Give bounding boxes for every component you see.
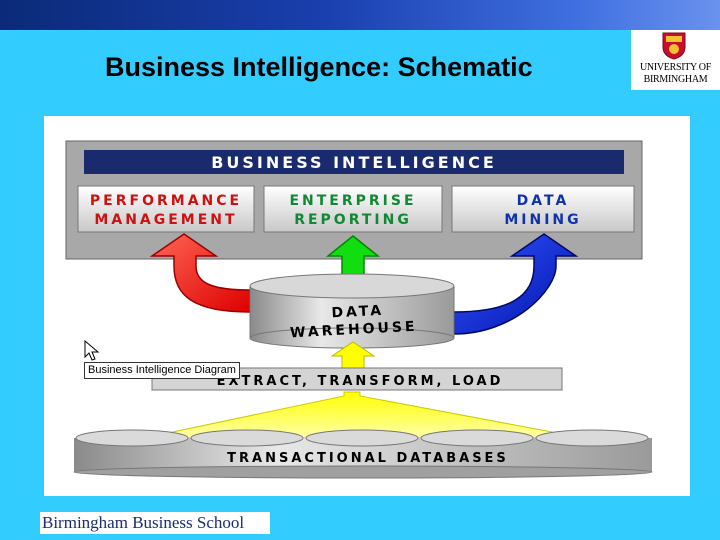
top-banner	[0, 0, 720, 30]
warehouse-line2: WAREHOUSE	[290, 319, 418, 342]
module-2-line2: REPORTING	[294, 212, 412, 228]
blue-arrow	[453, 233, 579, 335]
module-3-line1: DATA	[517, 193, 570, 209]
module-3-line2: MINING	[504, 212, 581, 228]
data-warehouse-cylinder	[249, 273, 455, 349]
school-logo-text: Birmingham Business School	[40, 512, 270, 534]
crest-icon	[662, 32, 686, 60]
databases-label: TRANSACTIONAL DATABASES	[227, 451, 509, 466]
bi-schematic: BUSINESS INTELLIGENCE PERFORMANCE MANAGE…	[65, 140, 653, 479]
green-arrow	[325, 235, 381, 277]
university-label-line1: UNIVERSITY OF	[639, 62, 711, 73]
university-logo: UNIVERSITY OF BIRMINGHAM	[631, 30, 720, 90]
module-2-line1: ENTERPRISE	[289, 193, 416, 209]
slide-title: Business Intelligence: Schematic	[105, 52, 533, 82]
yellow-small-arrow	[330, 341, 376, 369]
etl-bar	[151, 367, 563, 391]
module-1-line1: PERFORMANCE	[90, 193, 242, 209]
module-enterprise-reporting	[263, 185, 443, 233]
etl-label: EXTRACT, TRANSFORM, LOAD	[217, 374, 504, 389]
red-arrow	[149, 233, 251, 313]
university-label-line2: BIRMINGHAM	[643, 74, 708, 85]
mouse-pointer-icon	[84, 340, 100, 361]
bi-header-bar	[84, 150, 624, 174]
module-performance-management	[77, 185, 255, 233]
module-data-mining	[451, 185, 635, 233]
module-1-line2: MANAGEMENT	[94, 212, 237, 228]
transactional-databases	[73, 429, 653, 479]
warehouse-line1: DATA	[331, 303, 384, 322]
diagram-tooltip: Business Intelligence Diagram	[84, 362, 240, 379]
bi-diagram-panel: BUSINESS INTELLIGENCE PERFORMANCE MANAGE…	[44, 116, 690, 496]
bi-header-label: BUSINESS INTELLIGENCE	[211, 153, 497, 172]
